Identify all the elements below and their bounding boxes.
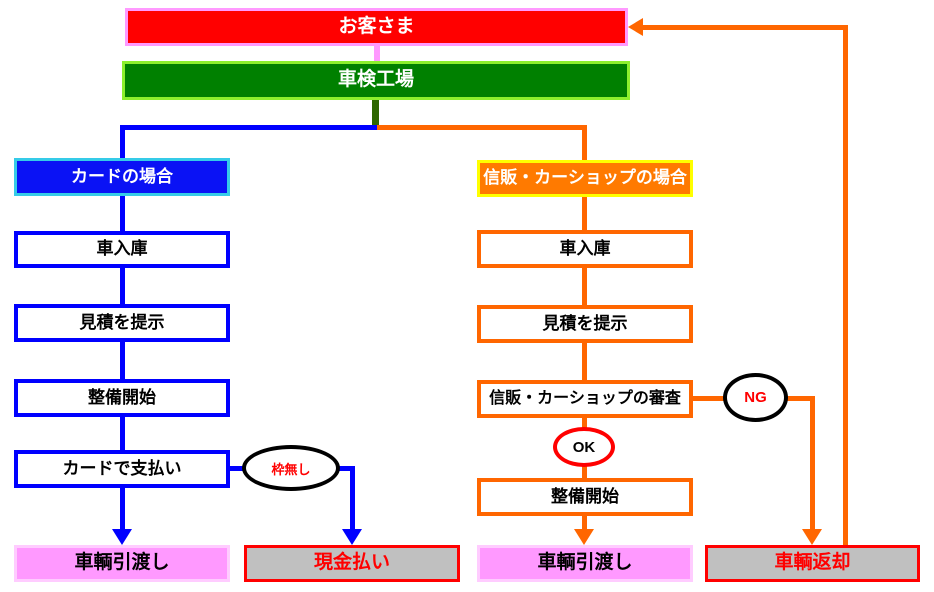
line-nolimit-to-cash	[350, 466, 355, 531]
line-ng-to-return	[810, 396, 815, 531]
line-ng-to-corner	[787, 396, 815, 401]
arrowhead-customer-icon	[628, 18, 643, 36]
line-split-right	[377, 125, 585, 130]
node-ok-condition: OK	[553, 427, 615, 467]
line-credit-step2-to-review	[582, 342, 587, 381]
node-credit-car-intake: 車入庫	[477, 230, 693, 268]
node-inspection-factory: 車検工場	[122, 61, 630, 100]
line-card-step2-to-step3	[120, 341, 125, 380]
line-return-up	[843, 25, 848, 545]
node-card-vehicle-delivery: 車輌引渡し	[14, 545, 230, 582]
node-credit-review: 信販・カーショップの審査	[477, 380, 693, 418]
line-review-to-ok	[582, 417, 587, 428]
line-credit-title-to-step1	[582, 196, 587, 231]
line-nolimit-to-corner	[339, 466, 355, 471]
node-card-case-title: カードの場合	[14, 158, 230, 196]
node-credit-maintenance: 整備開始	[477, 478, 693, 516]
line-card-step4-to-delivery	[120, 487, 125, 531]
node-cash-payment: 現金払い	[244, 545, 460, 582]
line-drop-credit-branch	[582, 125, 587, 160]
line-ok-to-maintenance	[582, 466, 587, 479]
node-card-payment: カードで支払い	[14, 450, 230, 488]
arrowhead-card-delivery-icon	[112, 529, 132, 545]
line-card-title-to-step1	[120, 195, 125, 232]
line-factory-split	[372, 99, 379, 128]
line-split-left	[120, 125, 379, 130]
line-review-to-ng	[692, 396, 724, 401]
line-drop-card-branch	[120, 125, 125, 158]
node-ng-condition: NG	[723, 373, 788, 422]
line-card-step1-to-step2	[120, 267, 125, 305]
line-return-to-customer	[641, 25, 846, 30]
node-card-maintenance: 整備開始	[14, 379, 230, 417]
node-no-limit-condition: 枠無し	[242, 445, 340, 491]
node-credit-case-title: 信販・カーショップの場合	[477, 160, 693, 197]
line-card-step3-to-step4	[120, 416, 125, 451]
line-maintenance-to-delivery	[582, 515, 587, 531]
arrowhead-vehicle-return-icon	[802, 529, 822, 545]
node-vehicle-return: 車輌返却	[705, 545, 920, 582]
line-customer-factory	[374, 45, 380, 62]
arrowhead-cash-icon	[342, 529, 362, 545]
arrowhead-credit-delivery-icon	[574, 529, 594, 545]
line-credit-step1-to-step2	[582, 267, 587, 306]
line-pay-to-nolimit	[229, 466, 243, 471]
node-credit-estimate: 見積を提示	[477, 305, 693, 343]
node-customer: お客さま	[125, 8, 628, 46]
node-card-estimate: 見積を提示	[14, 304, 230, 342]
node-credit-vehicle-delivery: 車輌引渡し	[477, 545, 693, 582]
node-card-car-intake: 車入庫	[14, 231, 230, 268]
